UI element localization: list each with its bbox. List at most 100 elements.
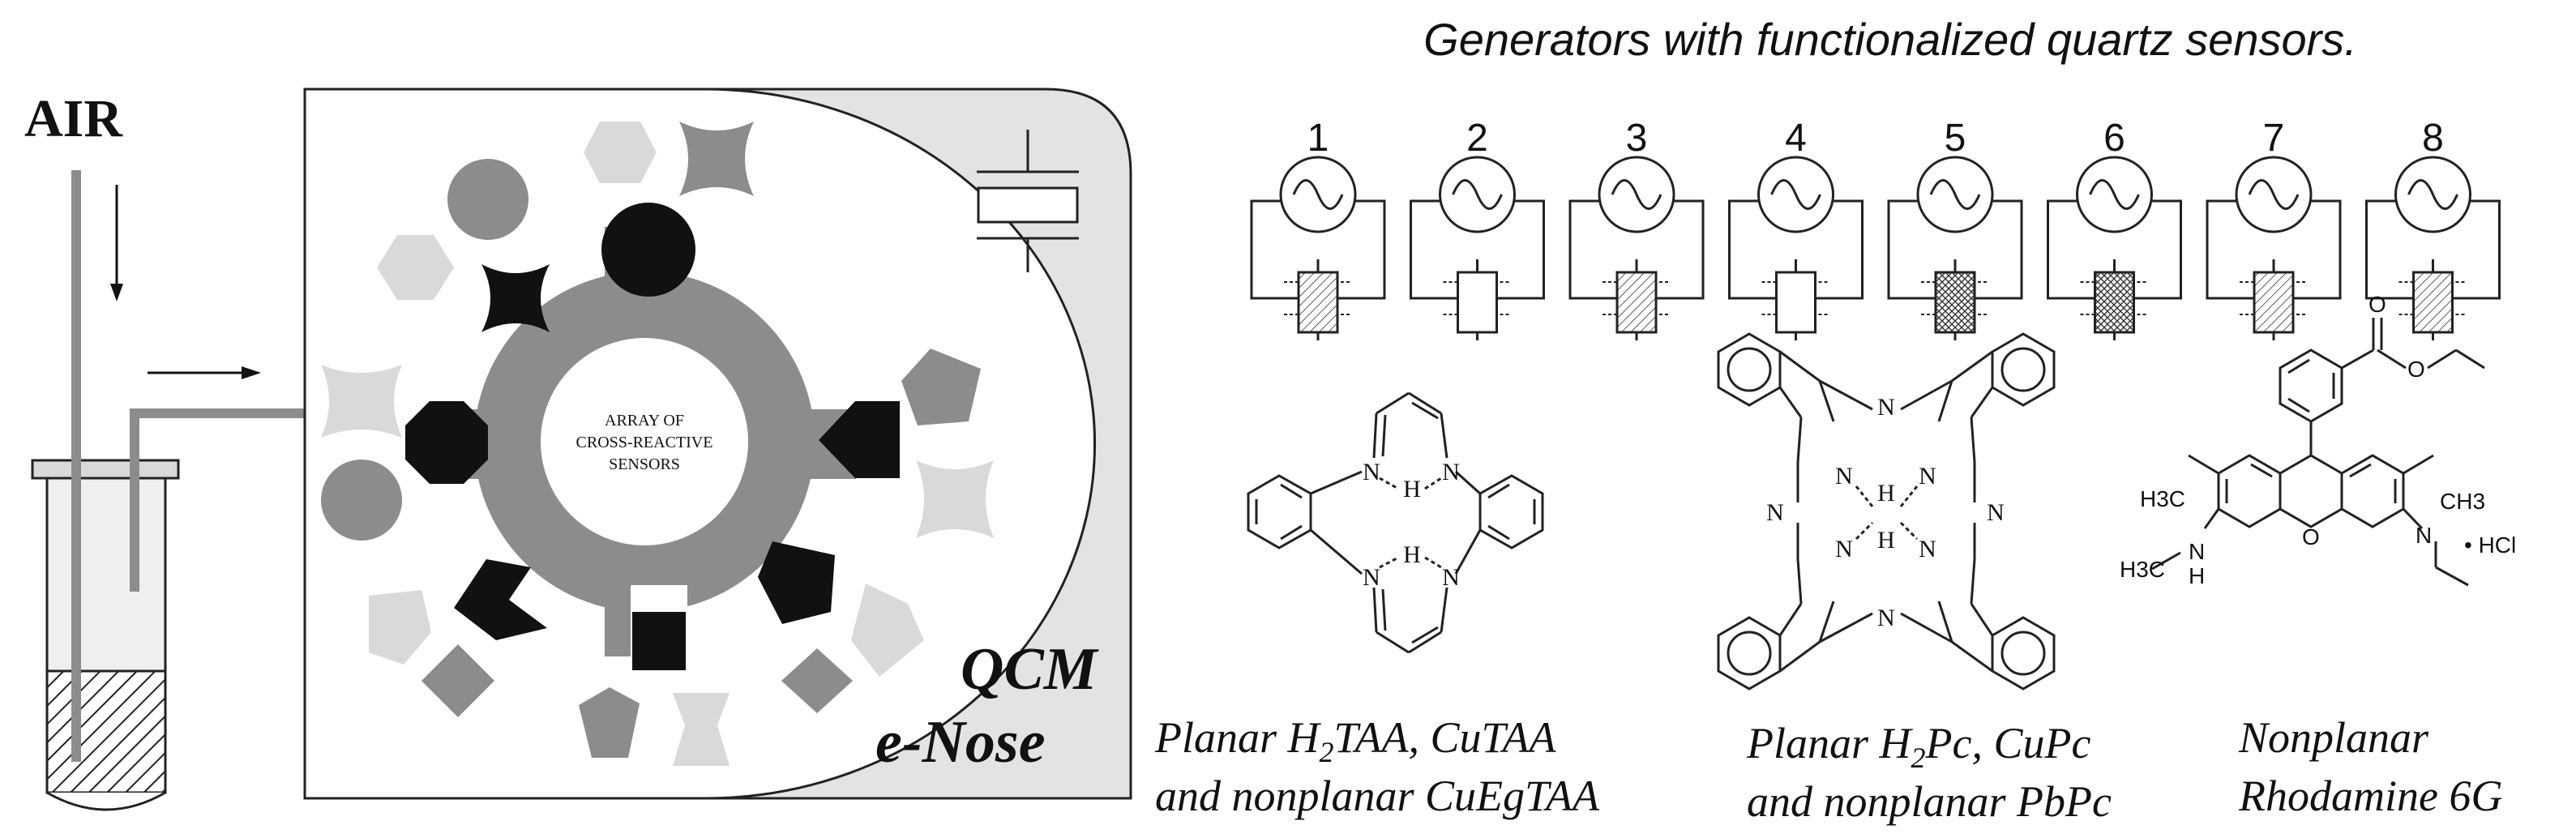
atom-label: N (1877, 605, 1895, 631)
atom-label: N (1766, 499, 1784, 526)
atom-label: H (2189, 563, 2205, 588)
rhodamine-caption-line2: Rhodamine 6G (2238, 772, 2502, 820)
flow-arrow-right (148, 366, 261, 379)
sensor-shape (679, 122, 754, 196)
atom-label: N (1363, 459, 1380, 485)
taa-atom-labels: N N N N H H (1363, 459, 1460, 591)
quartz-sensor (2412, 271, 2454, 334)
generator-circuit: 7 (2206, 117, 2342, 340)
rhodamine-caption-line1: Nonplanar (2238, 713, 2429, 762)
atom-label: N (2189, 539, 2205, 564)
sensor-shape (584, 122, 657, 183)
pc-caption-line2: and nonplanar PbPc (1747, 777, 2112, 826)
device-name-line2: e-Nose (875, 709, 1046, 776)
array-label-line3: SENSORS (609, 455, 680, 473)
sensor-shape (632, 612, 686, 670)
atom-label: H3C (2120, 557, 2165, 582)
generator-number: 5 (1945, 117, 1966, 160)
generator-number: 4 (1785, 117, 1807, 160)
atom-label: N (1835, 536, 1853, 562)
generator-number: 2 (1466, 117, 1488, 160)
sensor-shapes (321, 122, 994, 766)
tube-cap (31, 459, 180, 480)
generator-number: 8 (2422, 117, 2444, 160)
generators-row: 1 2 3 4 5 6 7 8 (1250, 117, 2501, 340)
atom-label: N (1877, 394, 1895, 421)
air-sampling-setup: AIR (24, 89, 308, 811)
generator-circuit: 5 (1887, 117, 2023, 340)
taa-caption-line1: Planar H2TAA, CuTAA (1154, 713, 1557, 768)
atom-label: N (2416, 523, 2432, 548)
rhodamine-molecule-structure (2151, 318, 2485, 587)
quartz-sensor (1775, 271, 1816, 334)
quartz-sensor (2253, 271, 2295, 334)
atom-label: N (1919, 536, 1936, 562)
quartz-sensor (2094, 271, 2135, 334)
generator-circuit: 8 (2365, 117, 2501, 340)
sensor-shape (851, 584, 924, 677)
generator-number: 7 (2263, 117, 2285, 160)
sensor-shape (673, 693, 730, 766)
sensor-shape (758, 541, 835, 624)
generator-circuit: 3 (1568, 117, 1705, 340)
atom-label: N (1442, 564, 1460, 591)
generator-circuit: 1 (1250, 117, 1386, 340)
atom-label: N (1987, 499, 2005, 526)
sensor-shape (421, 644, 494, 717)
taa-caption-line2: and nonplanar CuEgTAA (1155, 772, 1600, 820)
atom-label: • HCl (2464, 532, 2516, 558)
atom-label: H (1877, 527, 1895, 554)
quartz-sensor (1615, 271, 1658, 334)
generator-number: 6 (2103, 117, 2125, 160)
array-label-line1: ARRAY OF (605, 412, 684, 430)
sensor-shape (819, 401, 900, 478)
generators-title: Generators with functionalized quartz se… (1423, 14, 2357, 65)
array-label-line2: CROSS-REACTIVE (576, 434, 713, 451)
quartz-crystal-icon (977, 130, 1079, 272)
flow-arrow-down (110, 185, 123, 301)
sensor-shape (369, 590, 431, 665)
quartz-sensor (1297, 271, 1339, 334)
pc-atom-labels: N N N N N N N N H H (1766, 394, 2005, 631)
qcm-e-nose-chamber: QCM e-Nose ARRAY OF CROSS-REACTIVE SENSO… (303, 88, 1132, 800)
atom-label: H (1403, 476, 1421, 502)
atom-label: O (2368, 292, 2386, 317)
taa-molecule-structure (1247, 391, 1544, 654)
generator-circuit: 2 (1410, 117, 1545, 340)
atom-label: H (1877, 480, 1895, 507)
atom-label: O (2407, 357, 2425, 382)
generator-number: 3 (1626, 117, 1648, 160)
atom-label: O (2302, 524, 2320, 549)
sensor-shape (916, 460, 994, 538)
atom-label: N (1919, 463, 1936, 490)
outlet-tube (130, 408, 308, 592)
sensor-shape (447, 159, 528, 240)
sensor-shape (781, 648, 853, 713)
sensor-shape (481, 264, 550, 332)
generator-number: 1 (1307, 117, 1329, 160)
air-label: AIR (24, 89, 123, 148)
sensor-shape (405, 401, 488, 484)
quartz-sensor (1934, 271, 1976, 334)
atom-label: H3C (2140, 486, 2185, 511)
sensor-shape (377, 235, 454, 300)
sensor-shape (321, 460, 402, 541)
liquid-sample (45, 669, 167, 794)
pc-molecule-structure (1717, 332, 2056, 690)
generator-circuit: 4 (1728, 117, 1864, 340)
sensor-shape (901, 348, 981, 425)
atom-label: N (1835, 463, 1853, 490)
sensor-shape (321, 365, 402, 438)
sensor-shape (601, 203, 695, 297)
quartz-sensor (1457, 271, 1498, 334)
pc-caption-line1: Planar H2Pc, CuPc (1746, 719, 2090, 774)
atom-label: N (1442, 459, 1460, 485)
device-name-line1: QCM (961, 636, 1099, 703)
atom-label: H (1403, 541, 1421, 568)
sensor-shape (579, 687, 640, 758)
atom-label: CH3 (2440, 489, 2485, 514)
sensor-shape (454, 559, 547, 640)
rhodamine-atom-labels: H3C CH3 H3C N H O N O O • HCl (2120, 292, 2516, 588)
molecule-captions: Planar H2TAA, CuTAA and nonplanar CuEgTA… (1154, 713, 2502, 826)
